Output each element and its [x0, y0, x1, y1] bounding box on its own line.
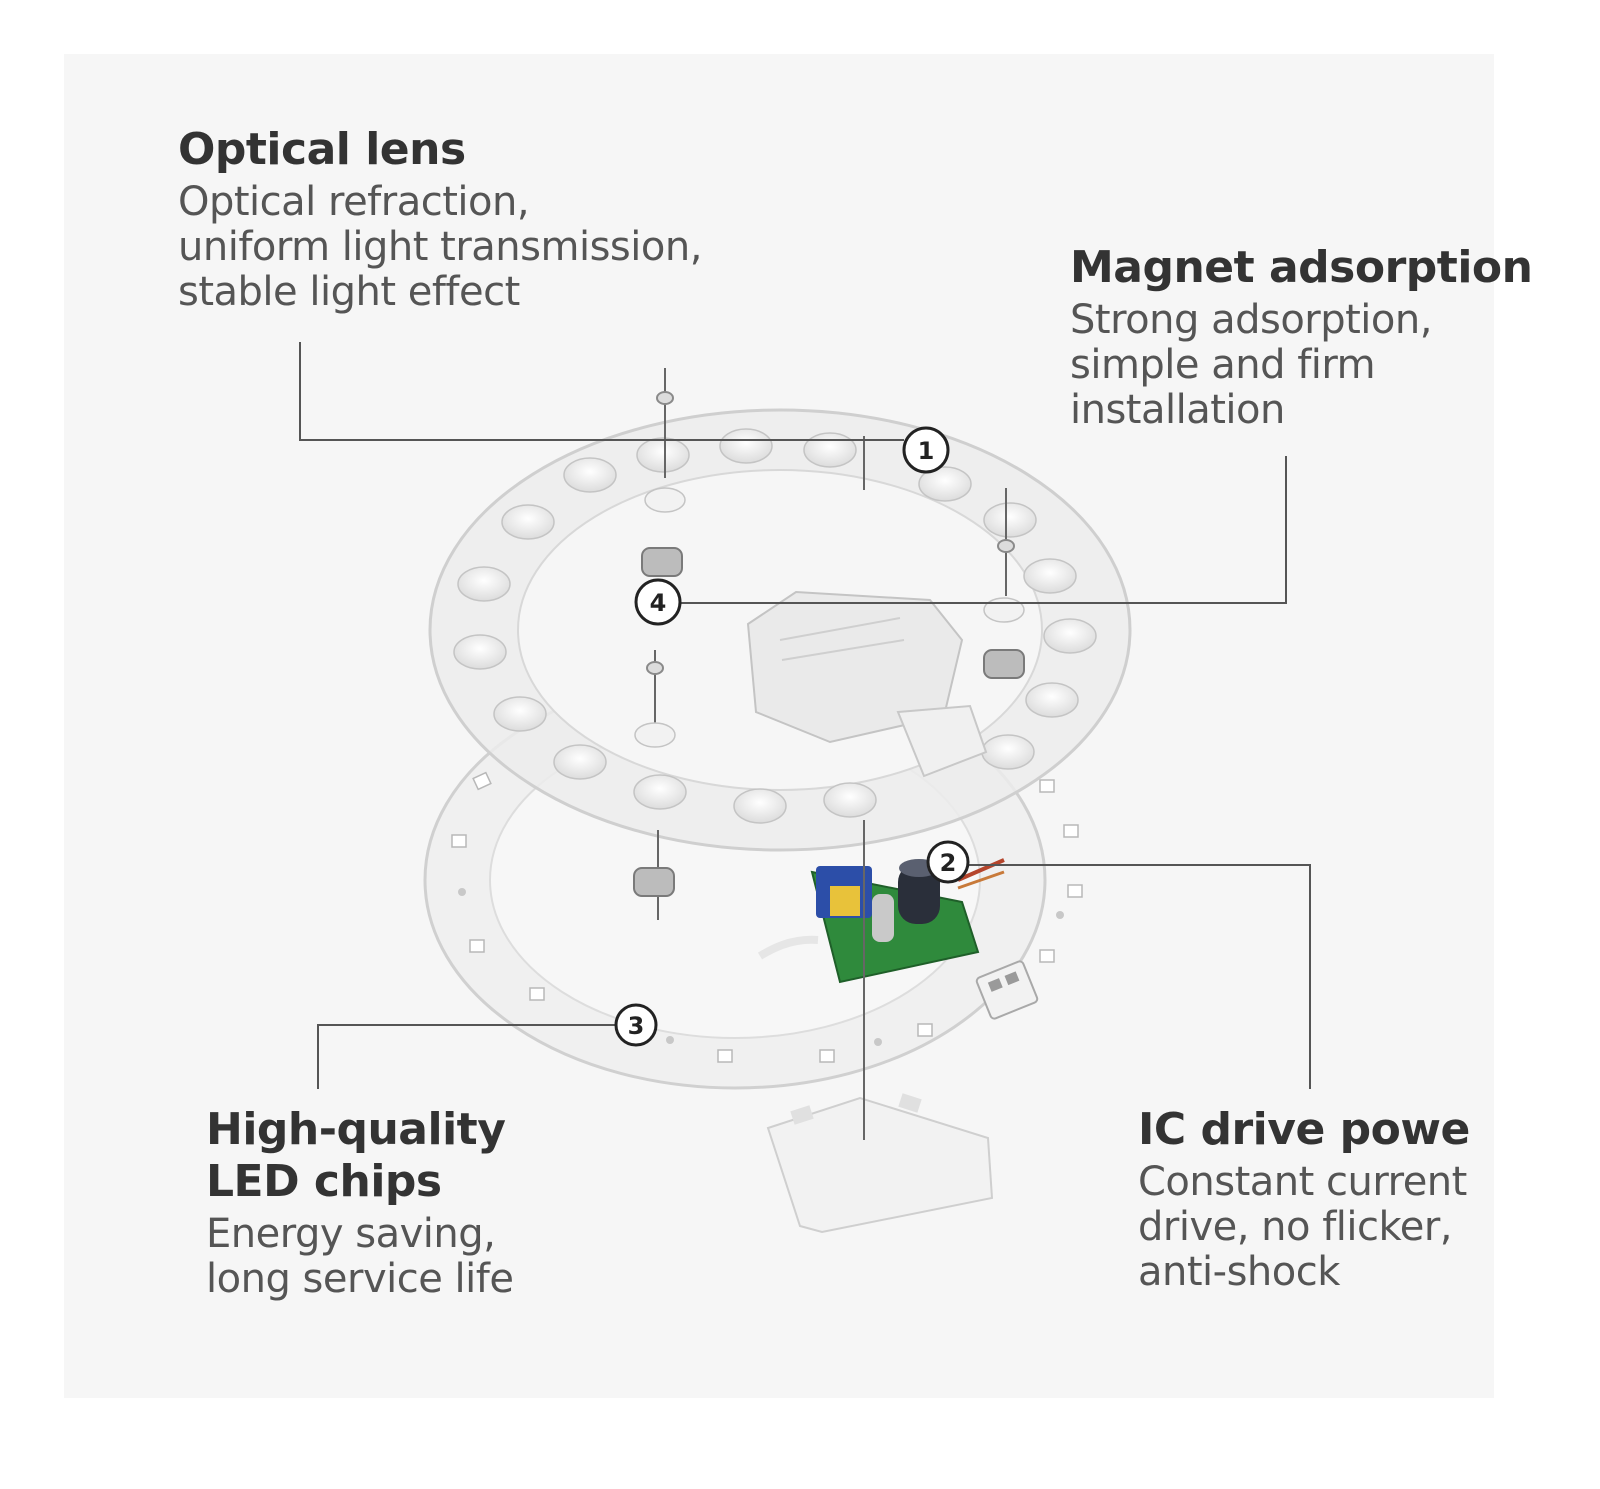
callout-led-chips: High-quality LED chips Energy saving, lo… — [206, 1104, 514, 1302]
driver-housing — [746, 590, 988, 778]
base-cover — [766, 1093, 994, 1234]
badge-3: 3 — [614, 1003, 658, 1047]
callout-title: IC drive powe — [1138, 1104, 1470, 1155]
badge-1: 1 — [902, 426, 950, 474]
svg-text:4: 4 — [650, 589, 667, 617]
leader-line-3 — [317, 1024, 616, 1089]
svg-text:1: 1 — [918, 437, 935, 465]
badge-4: 4 — [634, 578, 682, 626]
led-chips — [451, 671, 1083, 1063]
svg-text:3: 3 — [628, 1012, 645, 1040]
terminal-block — [975, 960, 1039, 1020]
callout-description: Energy saving, long service life — [206, 1211, 514, 1302]
callout-title: Magnet adsorption — [1070, 242, 1533, 293]
leader-lines — [299, 342, 1311, 1089]
callout-ic-drive: IC drive powe Constant current drive, no… — [1138, 1104, 1470, 1295]
ic-driver-board — [757, 858, 1005, 984]
callout-magnet-adsorption: Magnet adsorption Strong adsorption, sim… — [1070, 242, 1533, 433]
callout-description: Optical refraction, uniform light transm… — [178, 179, 702, 315]
callout-description: Strong adsorption, simple and firm insta… — [1070, 297, 1432, 433]
leader-line-1 — [299, 342, 904, 441]
screw-holes — [458, 888, 1064, 1046]
leader-line-4 — [680, 456, 1287, 604]
callout-optical-lens: Optical lens Optical refraction, uniform… — [178, 124, 702, 315]
lens-beads — [453, 428, 1097, 824]
leader-line-2 — [968, 864, 1311, 1089]
callout-description: Constant current drive, no flicker, anti… — [1138, 1159, 1467, 1295]
callout-title: Optical lens — [178, 124, 466, 175]
svg-text:2: 2 — [940, 849, 957, 877]
callout-title: High-quality LED chips — [206, 1104, 506, 1207]
badge-2: 2 — [926, 840, 970, 884]
